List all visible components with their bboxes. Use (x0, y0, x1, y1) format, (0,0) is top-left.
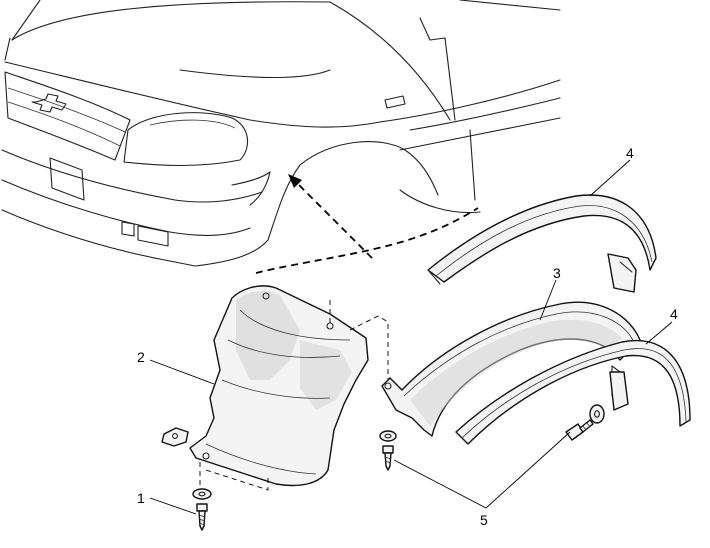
wheel-arch-molding-lower (455, 340, 691, 445)
callout-4-lower: 4 (670, 306, 678, 322)
callout-1: 1 (137, 490, 145, 506)
wheel-arch-molding-upper (427, 194, 657, 293)
install-direction-arrow (255, 174, 479, 274)
screw-with-washer-3 (565, 404, 605, 441)
callout-3: 3 (553, 265, 561, 281)
chevrolet-bowtie-icon (31, 93, 67, 113)
car-front-outline (1, 0, 561, 267)
screw-with-washer-2 (379, 430, 397, 471)
callout-4-upper: 4 (626, 145, 634, 161)
screw-with-washer-1 (192, 488, 212, 531)
callout-leaders (149, 159, 673, 515)
inner-fender-liner-front (189, 285, 389, 496)
callout-5: 5 (480, 512, 488, 528)
callout-2: 2 (137, 349, 145, 365)
retaining-clip (161, 427, 189, 447)
